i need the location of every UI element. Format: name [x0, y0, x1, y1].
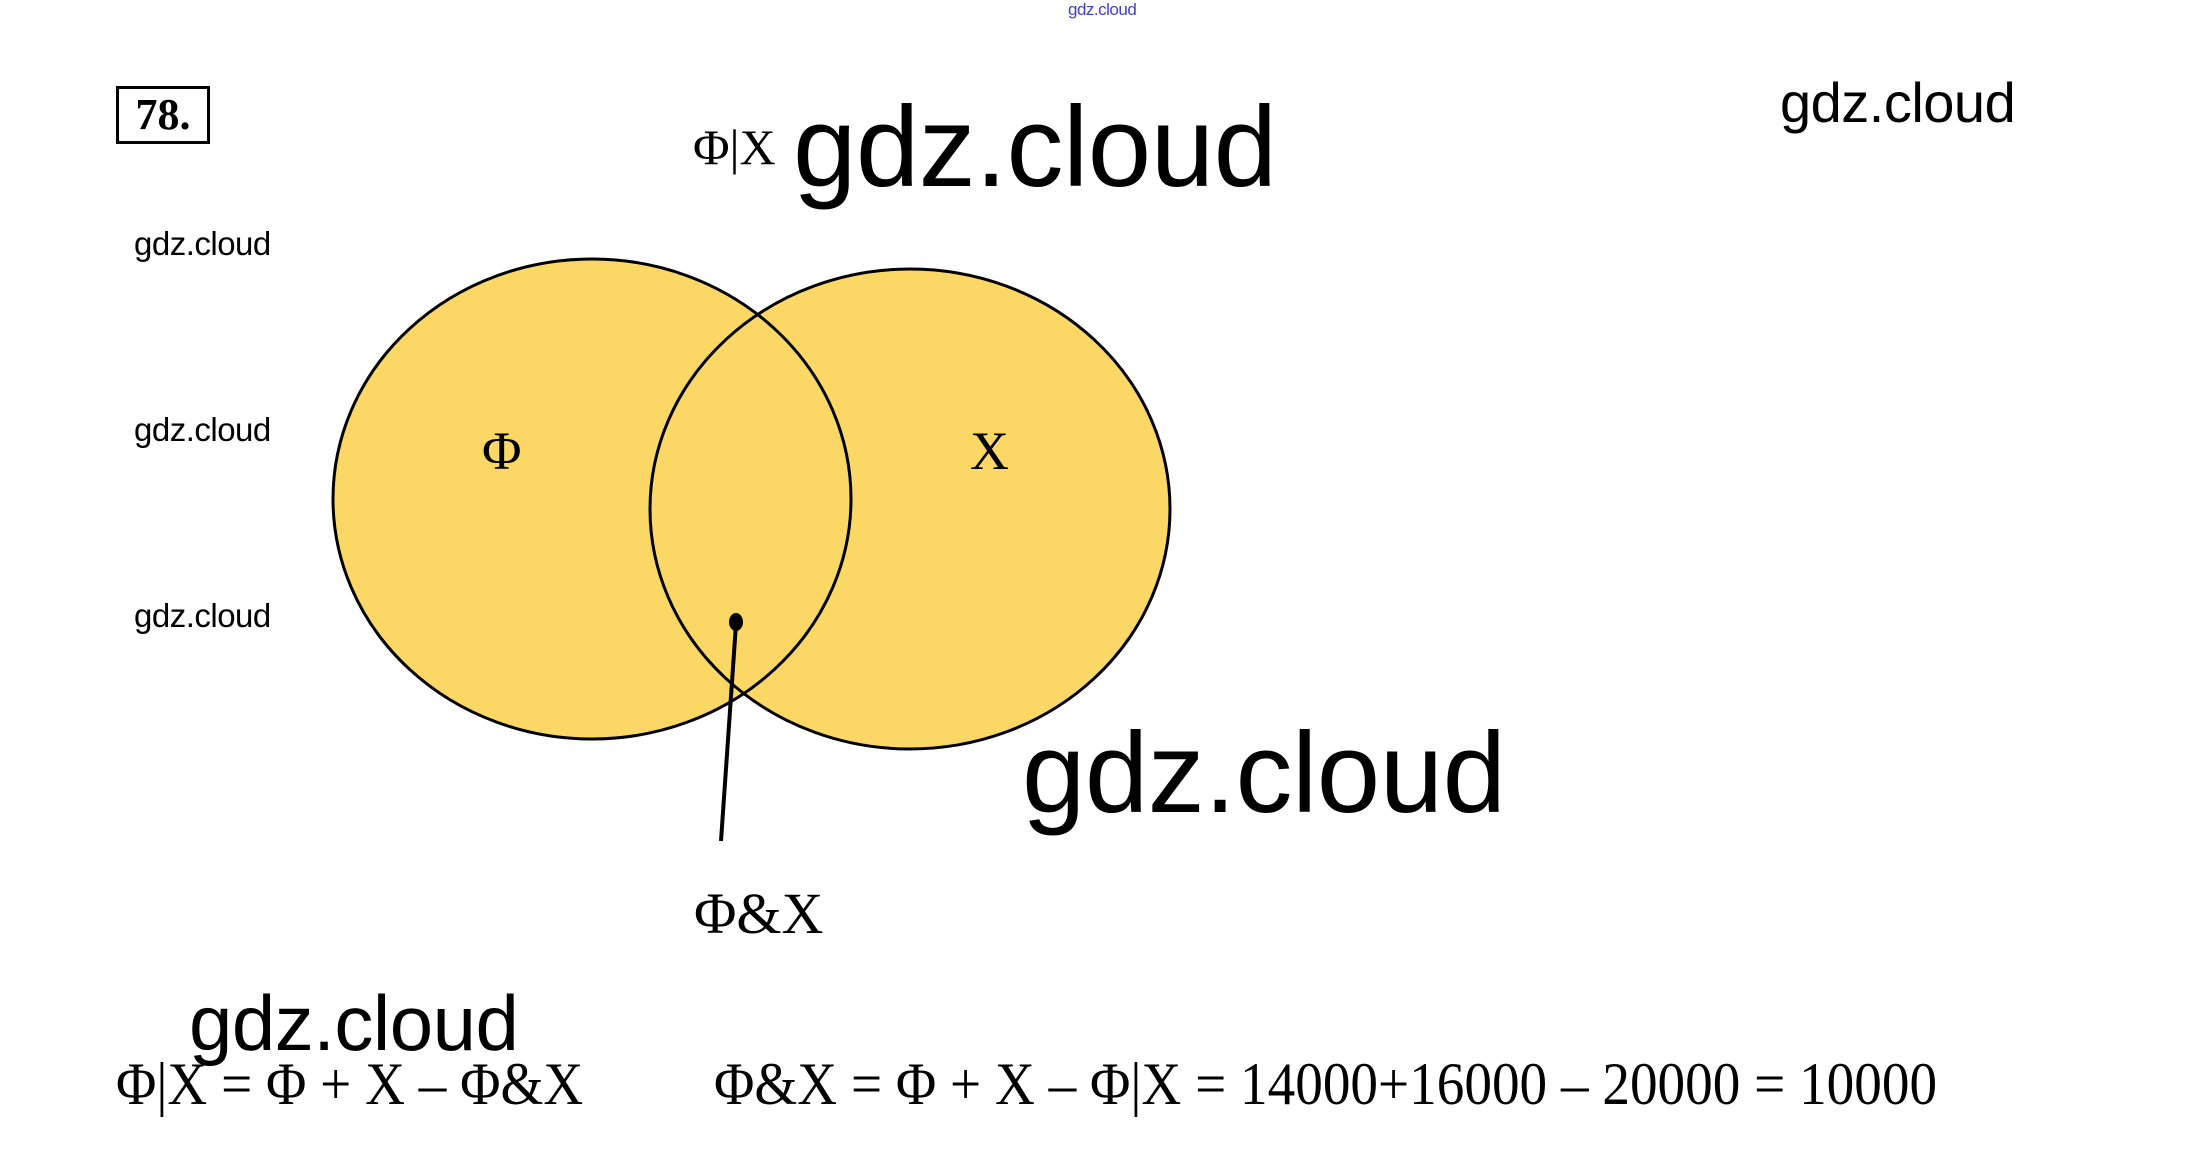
watermark-top-small: gdz.cloud [1068, 0, 1137, 19]
watermark-top-right: gdz.cloud [1780, 71, 2016, 134]
set-x-label: X [970, 421, 1009, 481]
intersection-label: Φ&X [694, 881, 824, 946]
watermark-left-2: gdz.cloud [134, 411, 271, 448]
watermark-left-1: gdz.cloud [134, 225, 271, 262]
intersection-pointer [719, 623, 738, 842]
set-phi-outline [331, 257, 853, 741]
watermark-left-3: gdz.cloud [134, 597, 271, 634]
formula-intersection: Φ&X = Φ + X – Φ|X = 14000+16000 – 20000 … [714, 1051, 1938, 1117]
set-phi-label: Φ [482, 421, 522, 481]
pointer-dot [729, 613, 743, 631]
set-x-fill [650, 269, 1170, 749]
formula-union: Φ|X = Φ + X – Φ&X [116, 1051, 584, 1117]
problem-number: 78. [116, 86, 210, 144]
watermark-middle-big: gdz.cloud [1022, 710, 1506, 837]
union-label: Φ|X [693, 119, 776, 175]
watermark-bottom: gdz.cloud [189, 979, 519, 1067]
watermark-top-big: gdz.cloud [793, 84, 1277, 211]
set-x-outline [648, 267, 1172, 751]
